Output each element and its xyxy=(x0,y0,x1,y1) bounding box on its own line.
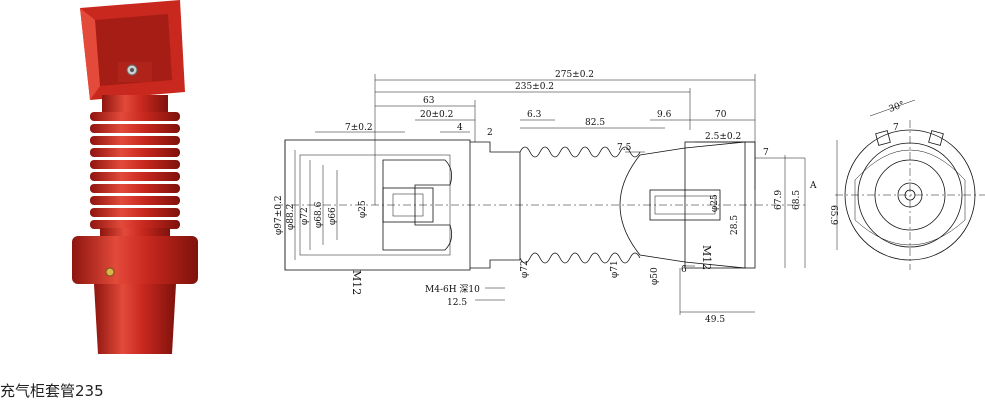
dim-275: 275±0.2 xyxy=(555,70,594,80)
dim-phi88: φ88.2 xyxy=(286,204,296,230)
dim-4: 4 xyxy=(457,123,463,133)
dim-phi66: φ66 xyxy=(328,207,338,225)
section-view xyxy=(275,74,806,315)
dim-phi25a: φ25 xyxy=(358,200,368,218)
dim-68-5: 68.5 xyxy=(792,190,802,210)
insulator-flange xyxy=(72,228,198,284)
product-photo xyxy=(72,0,198,354)
insulator-top-cup xyxy=(80,0,185,100)
product-caption: 充气柜套管235 xyxy=(0,382,104,400)
dim-7-5: 7.5 xyxy=(617,143,632,153)
dim-2-5: 2.5±0.2 xyxy=(705,132,741,142)
end-view xyxy=(835,99,985,270)
dim-12-5: 12.5 xyxy=(447,298,467,308)
dim-phi25b: φ25 xyxy=(710,194,720,212)
dim-70: 70 xyxy=(715,110,727,120)
dim-phi71: φ71 xyxy=(610,260,620,278)
dim-82-5: 82.5 xyxy=(585,118,605,128)
dim-phi97: φ97±0.2 xyxy=(274,195,284,235)
label-m12-left: M12 xyxy=(350,270,363,295)
dim-phi68-6: φ68.6 xyxy=(314,201,324,228)
insulator-neck xyxy=(102,95,168,115)
dim-7c: 7 xyxy=(893,123,899,133)
dim-28-5: 28.5 xyxy=(730,215,740,235)
dim-20: 20±0.2 xyxy=(420,110,453,120)
dim-65-9: 65.9 xyxy=(828,205,838,225)
label-m12-right: M12 xyxy=(700,245,713,270)
dim-63: 63 xyxy=(423,96,435,106)
dim-7: 7±0.2 xyxy=(345,123,373,133)
dim-phi72: φ72 xyxy=(300,207,310,225)
dim-67-9: 67.9 xyxy=(774,190,784,210)
dim-6-3: 6.3 xyxy=(527,110,542,120)
view-a-label: A xyxy=(809,181,817,191)
dim-2: 2 xyxy=(487,128,493,138)
dim-7b: 7 xyxy=(763,148,769,158)
dim-30: 30° xyxy=(888,100,906,115)
insulator-bottom xyxy=(94,284,176,354)
dim-phi72b: φ72 xyxy=(520,260,530,278)
dim-phi50: φ50 xyxy=(650,267,660,285)
insulator-ribs xyxy=(90,112,180,229)
dim-9-6: 9.6 xyxy=(657,110,672,120)
label-m4: M4-6H 深10 xyxy=(425,284,480,295)
dim-6: 6 xyxy=(681,265,687,275)
technical-drawing: 275±0.2 235±0.2 63 70 20±0.2 4 2 7±0.2 6… xyxy=(274,70,985,325)
dim-49-5: 49.5 xyxy=(705,315,725,325)
dim-235: 235±0.2 xyxy=(515,82,554,92)
